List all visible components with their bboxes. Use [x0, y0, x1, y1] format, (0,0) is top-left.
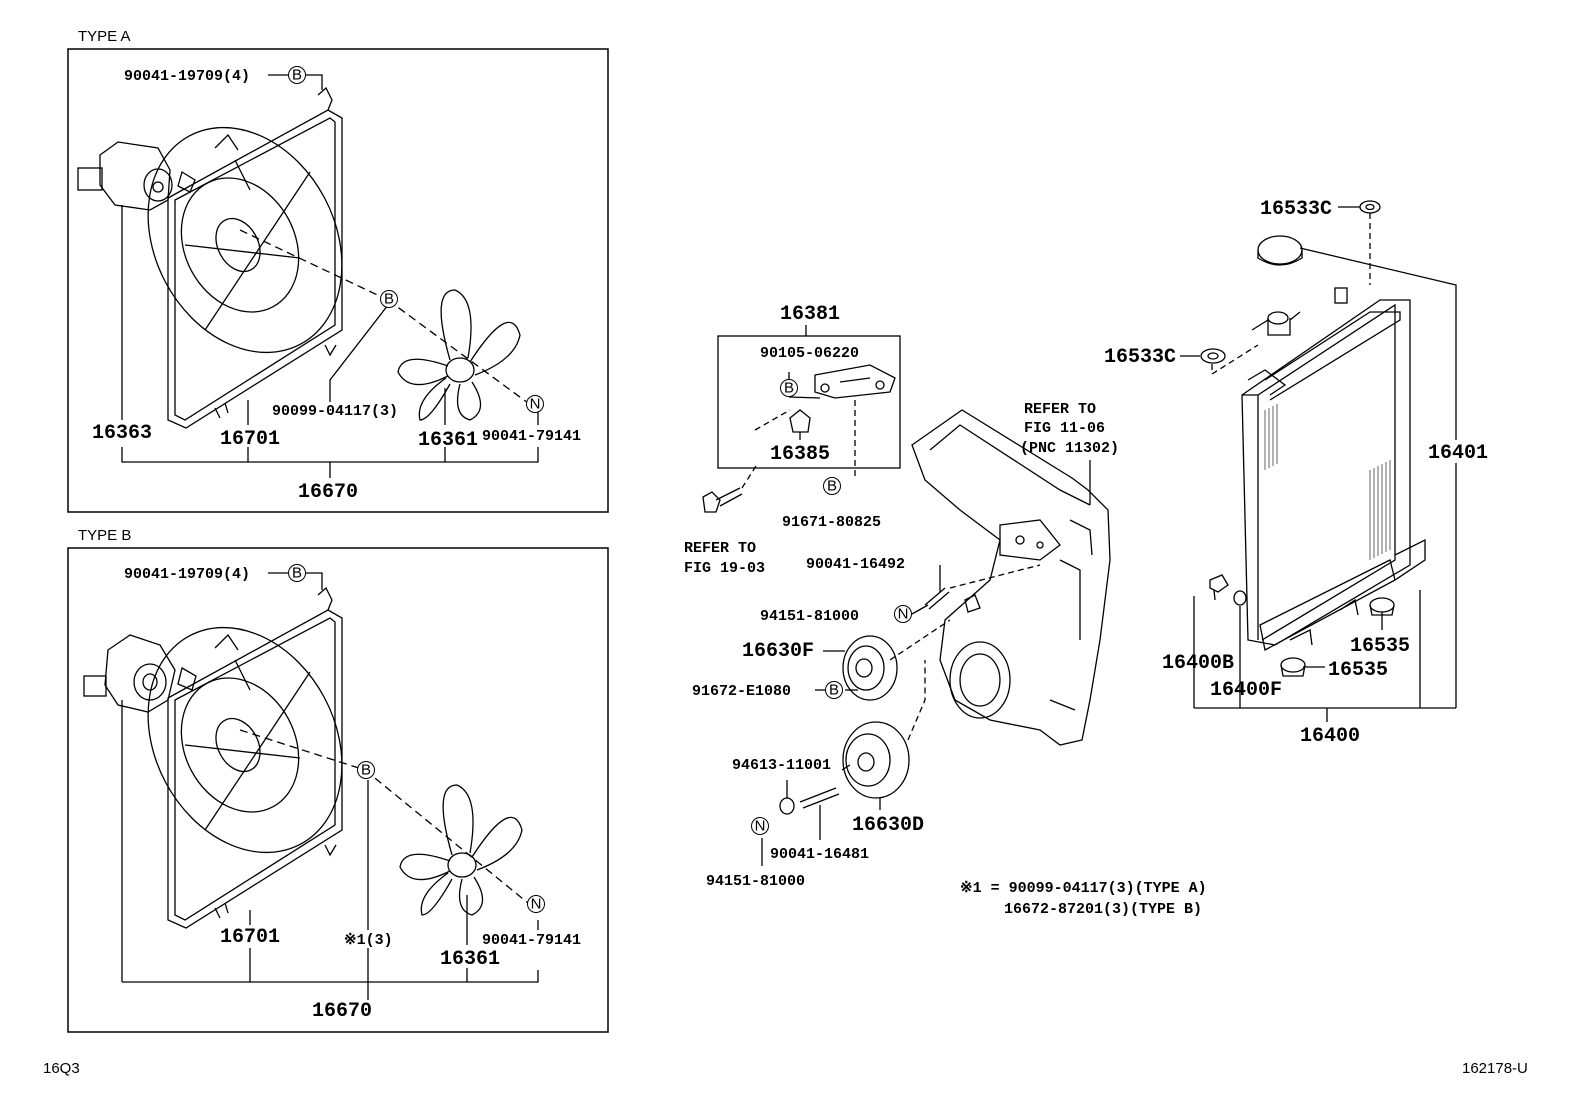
footer-right-code: 162178-U: [1462, 1060, 1528, 1077]
label-b-90041-19709: 90041-19709(4): [124, 566, 250, 583]
b-marker-a-mid: [380, 290, 398, 308]
label-b-note-ref: ※1(3): [344, 932, 393, 949]
pulley-16630D: [842, 721, 910, 799]
radiator-cap: [1257, 235, 1303, 266]
label-16400F: 16400F: [1210, 679, 1282, 702]
b-letter: B: [829, 682, 839, 699]
bracket-group-box: [717, 335, 901, 469]
n-marker-b: [527, 895, 545, 913]
b-marker-b-top: [288, 564, 306, 582]
type-b-title: TYPE B: [78, 527, 131, 544]
label-94151-81000-b: 94151-81000: [706, 873, 805, 890]
radiator-core: [1241, 299, 1426, 651]
label-16381: 16381: [780, 303, 840, 326]
label-16535-b: 16535: [1328, 659, 1388, 682]
n-marker-94151b: [751, 817, 769, 835]
type-a-panel-frame: [67, 48, 609, 513]
label-refer-fig11-2: FIG 11-06: [1024, 420, 1105, 437]
label-a-90041-19709: 90041-19709(4): [124, 68, 250, 85]
n-letter: N: [530, 396, 541, 413]
n-marker-94151a: [894, 605, 912, 623]
type-a-fan-shroud: [147, 86, 343, 429]
clip: [789, 409, 811, 433]
label-b-90041-79141: 90041-79141: [482, 932, 581, 949]
type-b-panel-frame: [67, 547, 609, 1033]
label-16533C-top: 16533C: [1260, 198, 1332, 221]
b-letter: B: [361, 762, 371, 779]
label-94613-11001: 94613-11001: [732, 757, 831, 774]
radiator-fins: [1264, 404, 1391, 560]
note-line-1: ※1 = 90099-04117(3)(TYPE A): [960, 880, 1207, 897]
stud-16481: [799, 787, 840, 809]
label-a-16701: 16701: [220, 428, 280, 451]
n-letter: N: [898, 606, 909, 623]
drain-plug-16400B: [1209, 574, 1229, 601]
type-a-fan-motor: [77, 141, 196, 211]
cap-16533C-mid: [1200, 348, 1226, 364]
b-letter: B: [827, 478, 837, 495]
bolt: [702, 487, 743, 513]
label-b-16670: 16670: [312, 1000, 372, 1023]
label-a-16670: 16670: [298, 481, 358, 504]
footer-left-code: 16Q3: [43, 1060, 80, 1077]
gasket-16400F: [1233, 590, 1247, 606]
label-refer-fig19-1: REFER TO: [684, 540, 756, 557]
type-a-title: TYPE A: [78, 28, 131, 45]
cap-16533C-top: [1359, 200, 1381, 214]
marker-circles: [288, 66, 912, 913]
label-b-16701: 16701: [220, 926, 280, 949]
bracket: [814, 364, 896, 399]
label-16630F: 16630F: [742, 640, 814, 663]
label-16400: 16400: [1300, 725, 1360, 748]
type-a-fan-blade: [397, 289, 521, 421]
washer-94613: [779, 797, 795, 815]
label-16385: 16385: [770, 443, 830, 466]
label-16535-a: 16535: [1350, 635, 1410, 658]
b-letter: B: [292, 565, 302, 582]
n-marker-a: [526, 395, 544, 413]
b-letter: B: [292, 67, 302, 84]
mount-16535-b: [1280, 657, 1306, 677]
label-16401: 16401: [1428, 442, 1488, 465]
n-letter: N: [531, 896, 542, 913]
b-letter: B: [784, 380, 794, 397]
label-b-16361: 16361: [440, 948, 500, 971]
type-b-fan-shroud: [147, 586, 343, 929]
b-marker-91671: [823, 477, 841, 495]
b-letter: B: [384, 291, 394, 308]
label-94151-81000-a: 94151-81000: [760, 608, 859, 625]
label-a-90099-04117: 90099-04117(3): [272, 403, 398, 420]
b-marker-b-mid: [357, 761, 375, 779]
label-refer-fig19-2: FIG 19-03: [684, 560, 765, 577]
label-91671-80825: 91671-80825: [782, 514, 881, 531]
label-90105-06220: 90105-06220: [760, 345, 859, 362]
label-16533C-mid: 16533C: [1104, 346, 1176, 369]
label-refer-fig11-1: REFER TO: [1024, 401, 1096, 418]
label-refer-fig11-3: (PNC 11302): [1020, 440, 1119, 457]
pulley-16630F: [842, 635, 898, 701]
n-letter: N: [755, 818, 766, 835]
label-90041-16481: 90041-16481: [770, 846, 869, 863]
label-16400B: 16400B: [1162, 652, 1234, 675]
filler-neck: [1251, 287, 1348, 336]
b-marker-bracket: [780, 379, 798, 397]
label-a-90041-79141: 90041-79141: [482, 428, 581, 445]
label-90041-16492: 90041-16492: [806, 556, 905, 573]
type-b-fan-motor: [83, 634, 197, 713]
stud-16492: [924, 587, 950, 610]
type-b-fan-blade: [399, 784, 523, 916]
note-line-2: 16672-87201(3)(TYPE B): [1004, 901, 1202, 918]
timing-cover: [911, 409, 1111, 746]
label-a-16363: 16363: [92, 422, 152, 445]
label-91672-E1080: 91672-E1080: [692, 683, 791, 700]
label-16630D: 16630D: [852, 814, 924, 837]
b-marker-a-top: [288, 66, 306, 84]
b-marker-91672: [825, 681, 843, 699]
label-a-16361: 16361: [418, 429, 478, 452]
